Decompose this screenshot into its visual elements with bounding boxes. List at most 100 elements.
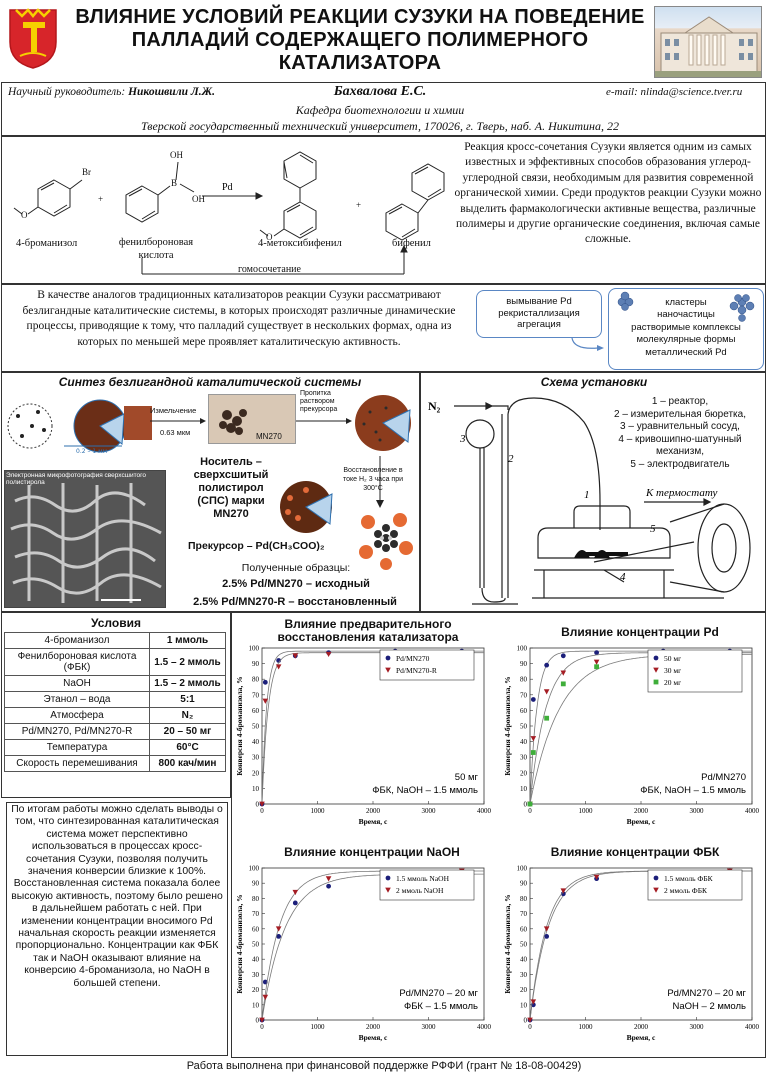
data-point: [275, 926, 282, 932]
y-tick-label: 90: [520, 880, 528, 888]
label-1: 1: [584, 489, 590, 501]
chart-annotation: Pd/MN270: [701, 772, 746, 783]
data-point: [292, 889, 299, 896]
setup-panel: [420, 372, 766, 612]
data-point: [560, 888, 567, 894]
y-tick-label: 50: [520, 941, 528, 949]
chart-annotation: Pd/MN270 – 20 мг: [667, 988, 746, 999]
support-description: Носитель – сверхсшитый полистирол (СПС) …: [193, 456, 269, 520]
data-point: [276, 934, 282, 939]
university: Тверской государственный технический уни…: [141, 119, 619, 133]
x-tick-label: 3000: [422, 1023, 437, 1031]
y-tick-label: 80: [520, 895, 528, 903]
synthesis-title: Синтез безлигандной каталитической систе…: [58, 375, 362, 389]
legend-label: 1.5 ммоль ФБК: [664, 874, 714, 883]
data-point: [527, 1017, 533, 1023]
supervisor: Научный руководитель: Никошвили Л.Ж.: [8, 86, 215, 98]
condition-value: 1.5 – 2 ммоль: [149, 675, 226, 692]
chart-annotation: ФБК – 1.5 ммоль: [404, 1001, 478, 1012]
x-axis-label: Время, с: [359, 817, 388, 826]
y-tick-label: 50: [252, 941, 260, 949]
data-point: [544, 662, 550, 668]
university-building-photo: [654, 6, 762, 78]
x-axis-label: Время, с: [627, 817, 656, 826]
charts-panel: [231, 612, 766, 1058]
synthesis-panel: [1, 372, 420, 612]
chart-annotation: 50 мг: [455, 772, 479, 783]
data-point: [544, 934, 550, 939]
conclusion-panel: [6, 802, 228, 1056]
data-point: [275, 664, 282, 670]
atom-br: Br: [82, 167, 91, 177]
condition-name: Pd/MN270, Pd/MN270-R: [4, 723, 150, 740]
x-tick-label: 2000: [366, 807, 381, 815]
impregnated-granule: [355, 395, 411, 451]
x-tick-label: 4000: [477, 1023, 492, 1031]
data-point: [544, 715, 550, 721]
sample-2: 2.5% Pd/MN270-R – восстановленный: [193, 596, 397, 608]
legend-marker: [653, 667, 659, 673]
x-tick-label: 0: [260, 807, 264, 815]
y-tick-label: 100: [249, 865, 260, 873]
legend-marker: [653, 875, 659, 881]
conditions-title: Условия: [91, 616, 141, 630]
atom-oh2: OH: [192, 194, 205, 204]
legend-marker: [653, 679, 659, 685]
department: Кафедра биотехнологии и химии: [295, 103, 465, 117]
y-tick-label: 70: [520, 910, 528, 918]
atom-o1: O: [21, 210, 28, 220]
mn270-photo: [208, 394, 296, 444]
supervisor-label: Научный руководитель:: [8, 86, 126, 98]
data-point: [530, 750, 536, 755]
condition-name: Скорость перемешивания: [4, 755, 150, 772]
x-tick-label: 3000: [690, 1023, 705, 1031]
condition-name: Атмосфера: [4, 707, 150, 724]
y-tick-label: 0: [524, 1017, 528, 1025]
data-point: [560, 653, 566, 659]
header-info-band: [1, 82, 766, 136]
legend-marker: [653, 655, 659, 661]
data-point: [543, 689, 550, 695]
grinding-label: Измельчение: [150, 406, 197, 415]
condition-name: Этанол – вода: [4, 691, 150, 708]
intro-text: Реакция кросс-сочетания Сузуки является …: [454, 141, 762, 246]
process-arrow: [571, 337, 604, 351]
y-tick-label: 30: [520, 754, 528, 762]
samples-title: Полученные образцы:: [241, 562, 351, 574]
legend-box: [647, 869, 743, 901]
chart-annotation: ФБК, NaOH – 1.5 ммоль: [640, 785, 746, 796]
atom-b: B: [171, 178, 177, 188]
chart-3-title: Влияние концентрации NaOH: [284, 845, 460, 859]
university-logo: [6, 6, 60, 70]
y-tick-label: 80: [252, 895, 260, 903]
label-4: 4: [620, 571, 626, 583]
legend-label: 2 ммоль NaOH: [396, 886, 444, 895]
y-tick-label: 30: [520, 971, 528, 979]
legend-box: [647, 649, 743, 693]
reaction-panel: [1, 136, 766, 284]
legend-label: 50 мг: [664, 654, 681, 663]
y-tick-label: 20: [252, 769, 260, 777]
supervisor-name: Никошвили Л.Ж.: [128, 86, 216, 98]
pd-form-3: растворимые комплексы: [631, 321, 741, 333]
data-point: [560, 681, 566, 687]
x-tick-label: 0: [528, 807, 532, 815]
data-point: [530, 999, 537, 1005]
table-row: Фенилбороновая кислота (ФБК)1.5 – 2 ммол…: [4, 648, 226, 676]
y-tick-label: 10: [252, 785, 260, 793]
legend-item-1: 1 – реактор,: [651, 396, 709, 407]
data-point: [262, 679, 268, 685]
pd-form-4: молекулярные формы: [636, 334, 736, 346]
impregnation-arrow: [296, 418, 352, 424]
legend-label: Pd/MN270-R: [396, 666, 437, 675]
setup-title: Схема установки: [540, 375, 648, 389]
legend-item-3: 3 – уравнительный сосуд,: [620, 421, 740, 432]
impregnation-label: Пропитка раствором прекурсора: [300, 390, 338, 413]
data-point: [259, 1017, 265, 1023]
